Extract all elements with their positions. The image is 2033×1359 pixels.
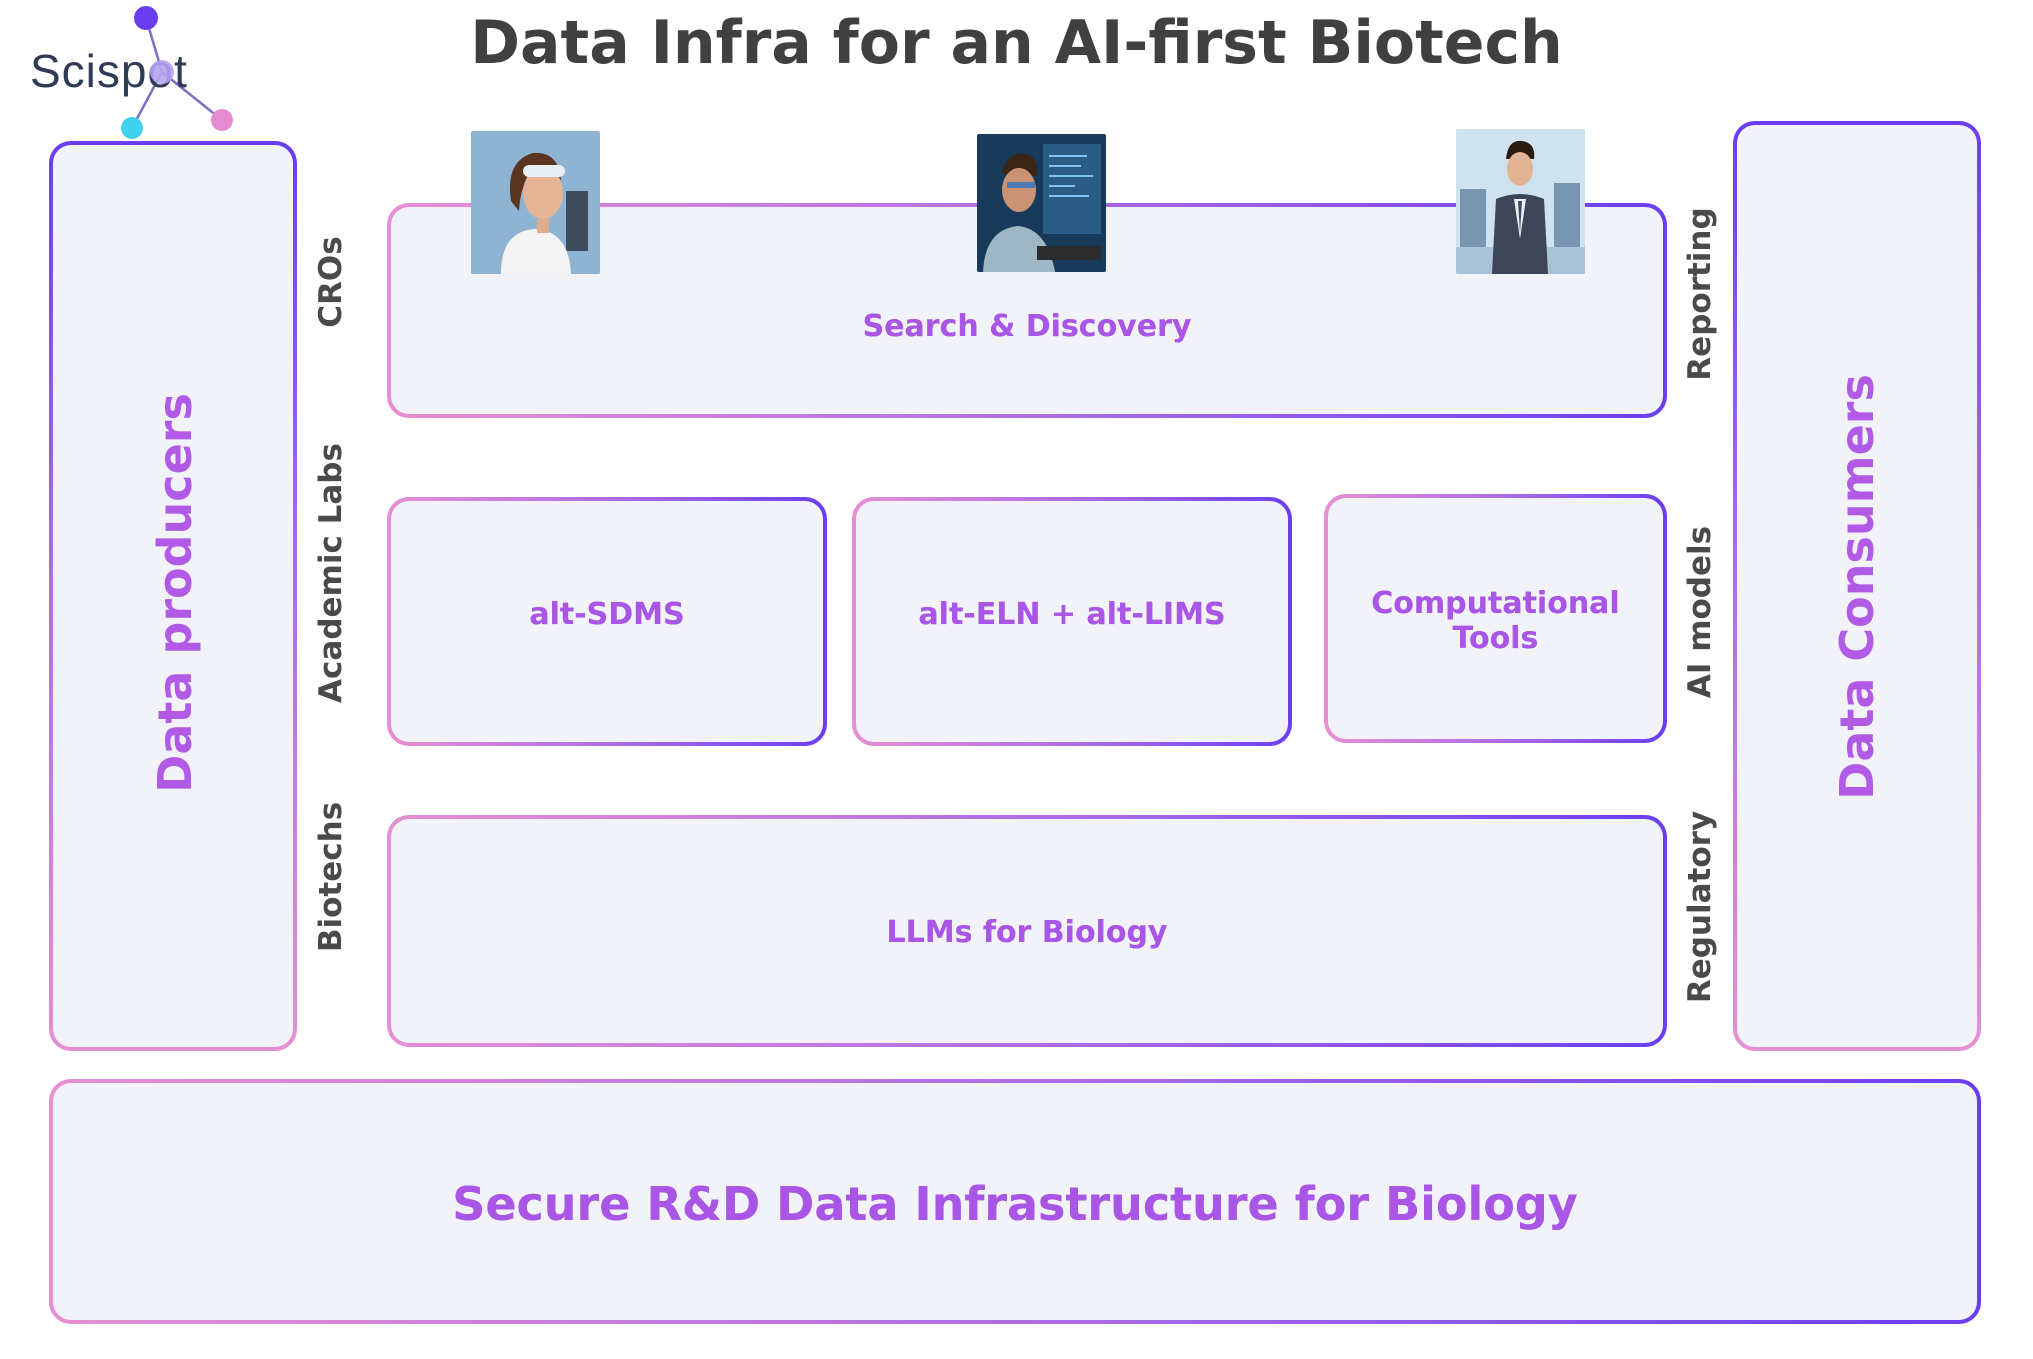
- alt-eln-lims-label: alt-ELN + alt-LIMS: [856, 597, 1288, 632]
- data-consumers-label: Data Consumers: [1830, 374, 1884, 800]
- consumer-type-reporting: Reporting: [1682, 207, 1718, 381]
- computational-tools-box: Computational Tools: [1324, 494, 1667, 743]
- consumer-type-ai-models: AI models: [1682, 525, 1718, 699]
- data-consumers-panel: Data Consumers: [1733, 121, 1981, 1051]
- alt-eln-lims-box: alt-ELN + alt-LIMS: [852, 497, 1292, 746]
- llms-for-biology-box: LLMs for Biology: [387, 815, 1667, 1047]
- page-title: Data Infra for an AI-first Biotech: [470, 8, 1563, 78]
- alt-sdms-label: alt-SDMS: [391, 597, 823, 632]
- secure-infra-label: Secure R&D Data Infrastructure for Biolo…: [53, 1177, 1977, 1231]
- computational-tools-label-line1: Computational: [1328, 586, 1663, 621]
- secure-infra-box: Secure R&D Data Infrastructure for Biolo…: [49, 1079, 1981, 1324]
- data-producers-panel: Data producers: [49, 141, 297, 1051]
- consumer-type-regulatory: Regulatory: [1682, 810, 1718, 1004]
- producer-type-cros: CROs: [313, 236, 349, 328]
- llms-for-biology-label: LLMs for Biology: [391, 915, 1663, 950]
- producer-type-biotechs: Biotechs: [313, 801, 349, 953]
- alt-sdms-box: alt-SDMS: [387, 497, 827, 746]
- scispot-logo: Scispot: [26, 4, 246, 144]
- developer-avatar: [977, 134, 1106, 272]
- data-producers-label: Data producers: [148, 393, 202, 793]
- producer-type-academic-labs: Academic Labs: [313, 443, 349, 703]
- logo-dot: [150, 60, 174, 84]
- search-discovery-label: Search & Discovery: [391, 309, 1663, 344]
- computational-tools-label-line2: Tools: [1328, 621, 1663, 656]
- executive-avatar: [1456, 129, 1585, 274]
- scientist-avatar: [471, 131, 600, 274]
